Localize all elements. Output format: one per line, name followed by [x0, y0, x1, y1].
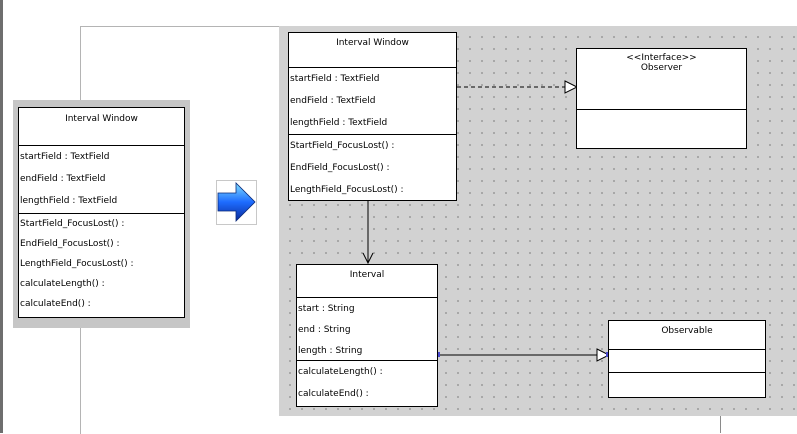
class-name: Interval — [349, 270, 385, 280]
operation: calculateEnd() : — [20, 299, 91, 309]
association-arrowhead — [362, 252, 374, 265]
generalization-arrowhead — [596, 348, 611, 362]
realization-arrowhead — [564, 80, 579, 94]
operation: LengthField_FocusLost() : — [20, 259, 134, 269]
operation: EndField_FocusLost() : — [20, 239, 120, 249]
operation: LengthField_FocusLost() : — [290, 185, 404, 195]
attribute: length : String — [298, 346, 363, 356]
attributes-compartment: startField : TextField endField : TextFi… — [19, 146, 184, 214]
blue-right-arrow-icon — [216, 180, 257, 225]
operation: calculateEnd() : — [298, 389, 369, 399]
divider-line — [720, 416, 721, 433]
attribute: startField : TextField — [20, 152, 110, 162]
attributes-compartment: startField : TextField endField : TextFi… — [289, 68, 456, 135]
operation: StartField_FocusLost() : — [20, 219, 125, 229]
class-name: Observable — [661, 326, 713, 336]
attribute: lengthField : TextField — [20, 196, 118, 206]
class-name-compartment: Interval — [297, 265, 437, 298]
attribute: endField : TextField — [290, 96, 376, 106]
class-name-compartment: <<Interface>> Observer — [577, 49, 746, 110]
operations-compartment: calculateLength() : calculateEnd() : — [297, 361, 437, 405]
class-name: Observer — [640, 63, 683, 73]
attribute: start : String — [298, 304, 355, 314]
attribute: lengthField : TextField — [290, 118, 388, 128]
observable-class[interactable]: Observable — [608, 320, 766, 398]
operation: StartField_FocusLost() : — [290, 141, 395, 151]
interval-window-class[interactable]: Interval Window startField : TextField e… — [288, 32, 457, 201]
interval-class[interactable]: Interval start : String end : String len… — [296, 264, 438, 407]
attribute: startField : TextField — [290, 74, 380, 84]
class-name-compartment: Interval Window — [19, 108, 184, 146]
operations-compartment: StartField_FocusLost() : EndField_FocusL… — [289, 135, 456, 201]
operation: EndField_FocusLost() : — [290, 163, 390, 173]
operation: calculateLength() : — [20, 279, 105, 289]
operation: calculateLength() : — [298, 367, 383, 377]
observer-interface-class[interactable]: <<Interface>> Observer — [576, 48, 747, 149]
operations-compartment: StartField_FocusLost() : EndField_FocusL… — [19, 214, 184, 314]
class-name: Interval Window — [65, 114, 138, 124]
class-name-compartment: Interval Window — [289, 33, 456, 68]
class-name-compartment: Observable — [609, 321, 765, 350]
attribute: end : String — [298, 325, 351, 335]
attributes-compartment: start : String end : String length : Str… — [297, 298, 437, 361]
before-interval-window-class[interactable]: Interval Window startField : TextField e… — [18, 107, 185, 318]
window-left-edge — [0, 0, 3, 433]
attribute: endField : TextField — [20, 174, 106, 184]
attributes-compartment — [609, 350, 765, 373]
class-name: Interval Window — [336, 38, 409, 48]
stereotype-label: <<Interface>> — [626, 53, 697, 63]
